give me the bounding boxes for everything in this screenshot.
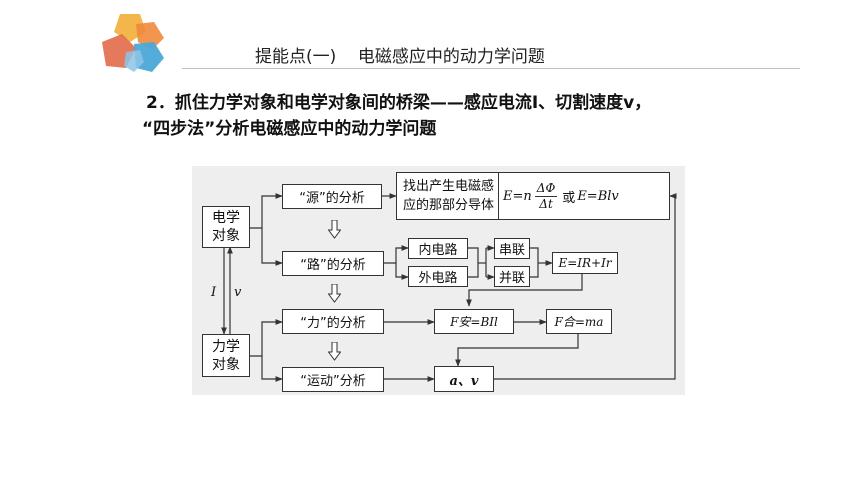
down-arrow-icon [328,220,341,239]
point-line-2: “四步法”分析电磁感应中的动力学问题 [142,119,437,139]
emf-numerator: ΔΦ [534,180,558,197]
source-detail-text: 找出产生电磁感 应的那部分导体 [403,179,495,213]
emf-or: 或 [562,190,576,206]
motion-result-box: a、v [434,366,494,392]
net-force-box: F合=ma [546,309,612,334]
emf-lhs: E=n [503,188,532,204]
ampere-force-box: F安=BIl [434,309,514,334]
electric-object-box: 电学 对象 [202,206,250,248]
inner-circuit-box: 内电路 [408,238,468,259]
emf-formula: E=n ΔΦ Δt 或 E=Blv [498,173,619,219]
force-analysis-box: “力”的分析 [282,309,384,334]
title-divider [182,68,800,69]
parallel-box: 并联 [494,266,530,287]
source-analysis-box: “源”的分析 [282,184,382,209]
outer-circuit-box: 外电路 [408,266,468,287]
down-arrow-icon [328,284,341,303]
emf-fraction: ΔΦ Δt [534,180,558,212]
mechanical-object-box: 力学 对象 [202,334,250,377]
motion-analysis-box: “运动”分析 [282,367,384,392]
logo [96,12,170,76]
point-line-1: 2．抓住力学对象和电学对象间的桥梁——感应电流I、切割速度v， [146,93,652,113]
ohm-law-box: E=IR+Ir [552,252,618,274]
point-text: 2．抓住力学对象和电学对象间的桥梁——感应电流I、切割速度v， “四步法”分析电… [142,90,652,142]
bridge-current-label: I [211,285,217,300]
emf-alt: E=Blv [577,188,619,204]
source-detail-box: 找出产生电磁感 应的那部分导体 E=n ΔΦ Δt 或 E=Blv [396,172,670,220]
flow-diagram: 电学 对象 力学 对象 I v “源”的分析 “路”的分析 “力”的分析 “运动… [192,166,685,395]
emf-denominator: Δt [539,196,553,211]
bridge-velocity-label: v [234,285,242,300]
circuit-analysis-box: “路”的分析 [282,251,384,276]
down-arrow-icon [328,342,341,361]
slide-title: 提能点(一) 电磁感应中的动力学问题 [255,47,545,67]
connector-lines [221,193,677,382]
series-box: 串联 [494,238,530,259]
